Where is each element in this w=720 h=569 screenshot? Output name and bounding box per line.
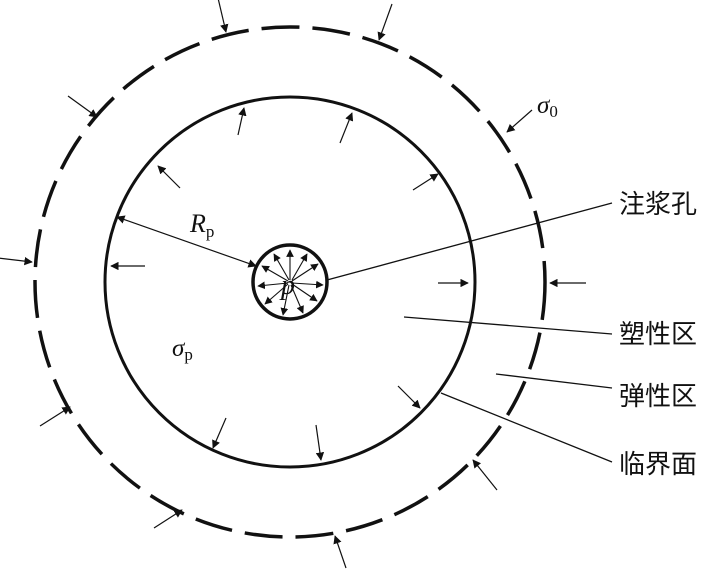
plastic-zone-label: 塑性区 bbox=[619, 320, 697, 350]
outer-boundary-circle bbox=[33, 25, 547, 539]
rp-symbol: Rp bbox=[189, 209, 214, 241]
sigmap-symbol: σp bbox=[172, 335, 193, 364]
grout-pressure-arrows bbox=[257, 249, 324, 316]
outer-pressure-arrows bbox=[0, 0, 586, 569]
leader-lines bbox=[326, 202, 613, 463]
rp-radius-arrow bbox=[116, 215, 257, 268]
elastic-zone-label: 弹性区 bbox=[619, 382, 697, 412]
grout-pressure-symbol: p bbox=[279, 270, 295, 301]
sigma0-symbol: σ0 bbox=[537, 92, 558, 121]
critical-surface-circle bbox=[103, 95, 477, 469]
critical-surface-label: 临界面 bbox=[619, 450, 697, 480]
grout-hole-label: 注浆孔 bbox=[619, 190, 697, 220]
